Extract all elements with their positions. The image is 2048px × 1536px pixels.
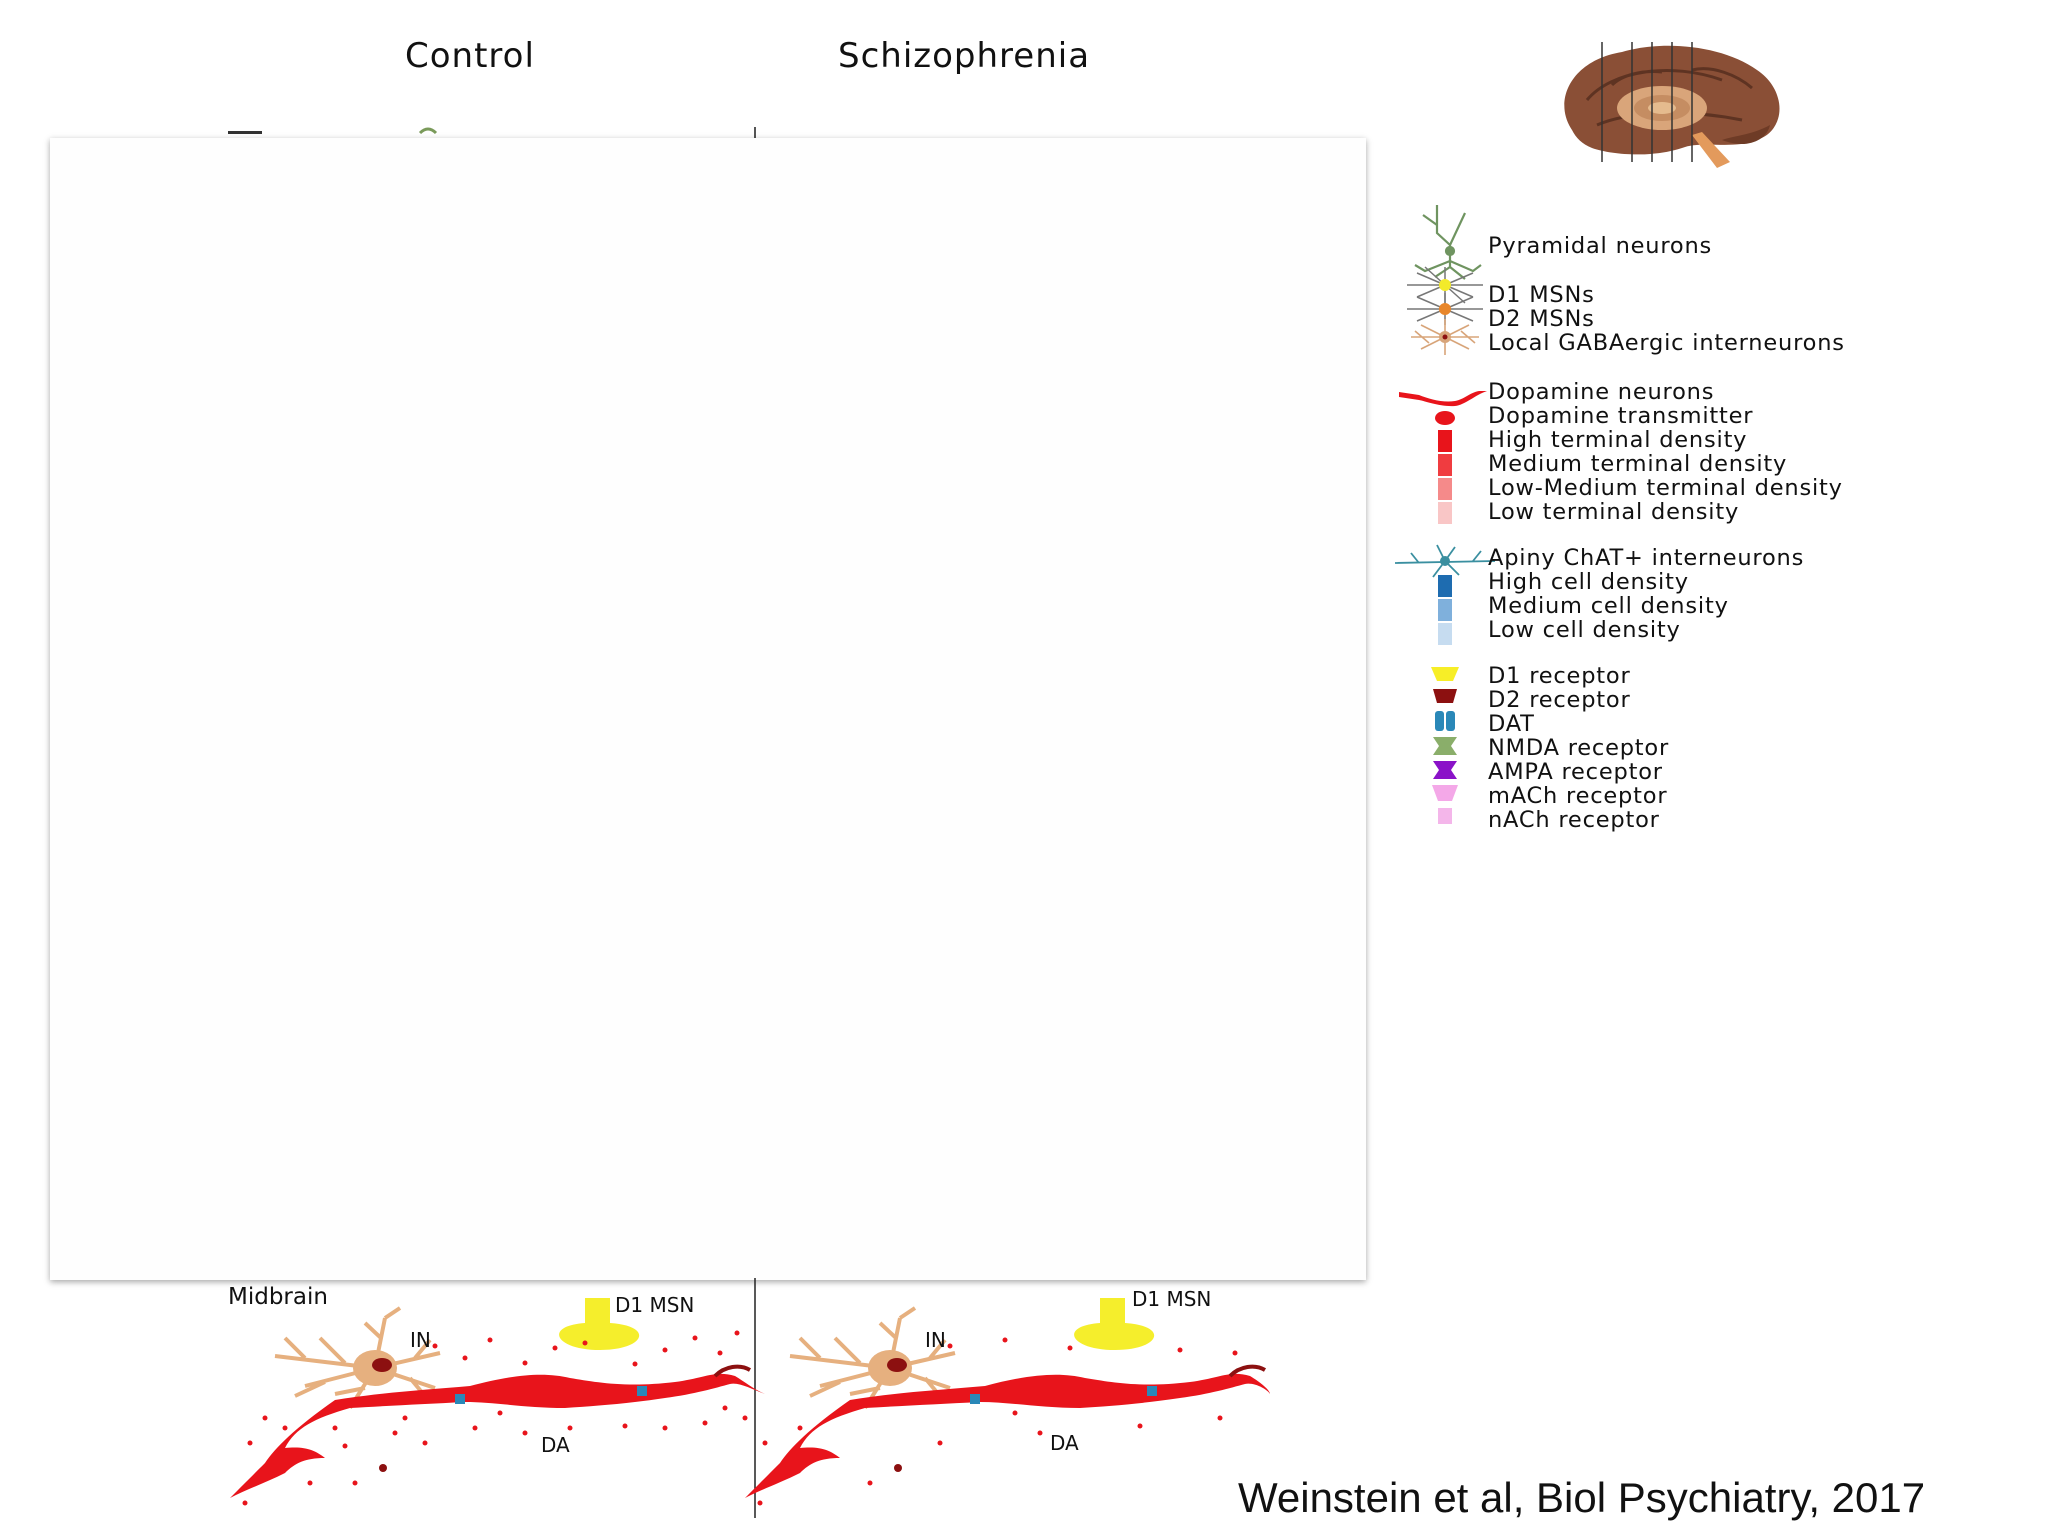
legend-apiny-chat-label: Apiny ChAT+ interneurons [1488,545,1805,571]
control-column-title: Control [405,36,535,76]
nach-receptor-icon [1438,808,1452,824]
dopamine-transmitter-dots [242,1330,748,1506]
d1-msn-terminal-icon [559,1298,640,1350]
nmda-receptor-icon [1433,737,1457,755]
legend-low-medium-terminal-label: Low-Medium terminal density [1488,475,1843,501]
d2-receptor-icon [894,1464,902,1472]
dat-icon [455,1394,465,1404]
legend-pyramidal-label: Pyramidal neurons [1488,233,1713,259]
gaba-interneuron-icon [1411,319,1479,355]
low-cell-density-swatch [1438,623,1452,645]
legend-mach-label: mACh receptor [1488,783,1668,809]
d1-msn-icon [1407,266,1483,304]
legend: Pyramidal neurons D1 MSNs D2 MSNs Local … [1395,205,2015,845]
d2-msn-icon [1407,293,1483,325]
high-terminal-density-swatch [1438,430,1452,452]
dopamine-neuron-body [745,1373,1270,1498]
d1-receptor-icon [1431,667,1459,681]
legend-nach-label: nACh receptor [1488,807,1660,833]
legend-low-terminal-label: Low terminal density [1488,499,1740,525]
high-cell-density-swatch [1438,575,1452,597]
d2-receptor-icon [1433,689,1457,703]
low-terminal-density-swatch [1438,502,1452,524]
legend-symbols [1395,205,1495,824]
dopamine-neuron-body [230,1373,765,1498]
legend-local-gaba-label: Local GABAergic interneurons [1488,330,1845,356]
medium-terminal-density-swatch [1438,454,1452,476]
d1-msn-label-control: D1 MSN [615,1293,695,1317]
legend-low-cell-label: Low cell density [1488,617,1681,643]
legend-d2-msns-label: D2 MSNs [1488,306,1595,332]
medium-cell-density-swatch [1438,599,1452,621]
citation-text: Weinstein et al, Biol Psychiatry, 2017 [1238,1474,1926,1521]
d1-msn-label-schizophrenia: D1 MSN [1132,1287,1212,1311]
pyramidal-neuron-icon [1414,205,1482,280]
legend-high-terminal-label: High terminal density [1488,427,1748,453]
mach-receptor-icon [1432,785,1458,801]
dopamine-transmitter-dots [757,1337,1238,1506]
in-label-control: IN [410,1328,431,1352]
legend-high-cell-label: High cell density [1488,569,1689,595]
brain-sagittal-icon [1564,42,1780,168]
low-medium-terminal-density-swatch [1438,478,1452,500]
legend-d1-msns-label: D1 MSNs [1488,282,1595,308]
d2-receptor-icon [379,1464,387,1472]
hidden-row-fragment [228,127,756,139]
dat-icon [1147,1386,1157,1396]
ampa-receptor-icon [1433,761,1457,779]
midbrain-illustration [230,1278,1270,1518]
legend-d1-receptor-label: D1 receptor [1488,663,1631,689]
d1-msn-terminal-icon [1074,1298,1155,1350]
dopamine-neuron-icon [1399,391,1487,407]
in-label-schizophrenia: IN [925,1328,946,1352]
dat-icon [970,1394,980,1404]
da-label-schizophrenia: DA [1050,1431,1079,1455]
legend-medium-terminal-label: Medium terminal density [1488,451,1788,477]
schizophrenia-column-title: Schizophrenia [838,36,1091,76]
dopamine-transmitter-icon [1435,411,1455,425]
interneuron-icon [274,1306,441,1410]
legend-dopamine-transmitter-label: Dopamine transmitter [1488,403,1754,429]
legend-d2-receptor-label: D2 receptor [1488,687,1631,713]
chat-interneuron-icon [1395,544,1495,578]
da-label-control: DA [541,1433,570,1457]
dat-icon [1435,711,1455,731]
midbrain-label: Midbrain [228,1284,328,1310]
legend-dopamine-neurons-label: Dopamine neurons [1488,379,1715,405]
schizophrenia-midbrain-panel [745,1298,1270,1506]
dat-icon [637,1386,647,1396]
blank-overlay-panel [50,138,1366,1280]
legend-medium-cell-label: Medium cell density [1488,593,1729,619]
control-midbrain-panel [230,1298,765,1506]
legend-ampa-label: AMPA receptor [1488,759,1663,785]
legend-dat-label: DAT [1488,711,1535,737]
legend-nmda-label: NMDA receptor [1488,735,1670,761]
interneuron-icon [789,1306,956,1410]
